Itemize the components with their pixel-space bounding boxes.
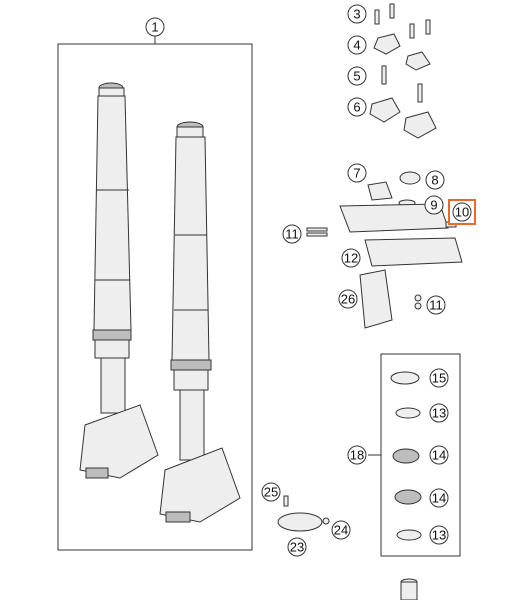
callout-14-lower: 14 [429, 488, 449, 508]
callout-11-lower: 11 [426, 295, 446, 315]
callout-10-highlighted[interactable]: 10 [448, 199, 476, 225]
callout-23: 23 [287, 537, 307, 557]
svg-text:25: 25 [264, 485, 278, 500]
clamp-screws-group [369, 3, 437, 139]
svg-text:14: 14 [432, 491, 446, 506]
callout-11-upper: 11 [282, 224, 302, 244]
steering-stem-fragment [400, 578, 418, 600]
svg-text:24: 24 [334, 523, 348, 538]
callout-1: 1 [145, 17, 165, 37]
callout-26: 26 [338, 289, 358, 309]
callout-13-upper: 13 [429, 403, 449, 423]
callout-8: 8 [425, 170, 445, 190]
svg-text:13: 13 [432, 528, 446, 543]
svg-text:4: 4 [353, 38, 360, 53]
svg-text:18: 18 [350, 448, 364, 463]
callout-7: 7 [347, 163, 367, 183]
callout-13-lower: 13 [429, 525, 449, 545]
callout-12: 12 [341, 248, 361, 268]
callout-4: 4 [347, 35, 367, 55]
svg-text:5: 5 [353, 69, 360, 84]
callout-24: 24 [331, 520, 351, 540]
callout-15: 15 [429, 368, 449, 388]
callout-9: 9 [424, 195, 444, 215]
svg-text:7: 7 [353, 166, 360, 181]
bearing-parts [390, 371, 422, 541]
svg-text:15: 15 [432, 371, 446, 386]
right-fork-leg [159, 121, 241, 523]
svg-text:26: 26 [341, 292, 355, 307]
svg-text:13: 13 [432, 406, 446, 421]
svg-text:23: 23 [290, 540, 304, 555]
callout-3: 3 [347, 4, 367, 24]
svg-text:3: 3 [353, 7, 360, 22]
svg-text:8: 8 [431, 173, 438, 188]
clamp-ring-group [277, 495, 330, 532]
callout-25: 25 [261, 482, 281, 502]
svg-text:14: 14 [432, 448, 446, 463]
svg-text:11: 11 [429, 298, 443, 313]
triple-clamp-group [306, 171, 463, 329]
svg-text:11: 11 [285, 227, 299, 242]
svg-text:9: 9 [430, 198, 437, 213]
svg-text:10: 10 [455, 205, 469, 220]
svg-text:1: 1 [151, 20, 158, 35]
svg-text:6: 6 [353, 100, 360, 115]
callout-6: 6 [347, 97, 367, 117]
callout-14-upper: 14 [429, 445, 449, 465]
left-fork-leg [79, 82, 159, 479]
callout-5: 5 [347, 66, 367, 86]
callout-18: 18 [347, 445, 367, 465]
svg-text:12: 12 [344, 251, 358, 266]
